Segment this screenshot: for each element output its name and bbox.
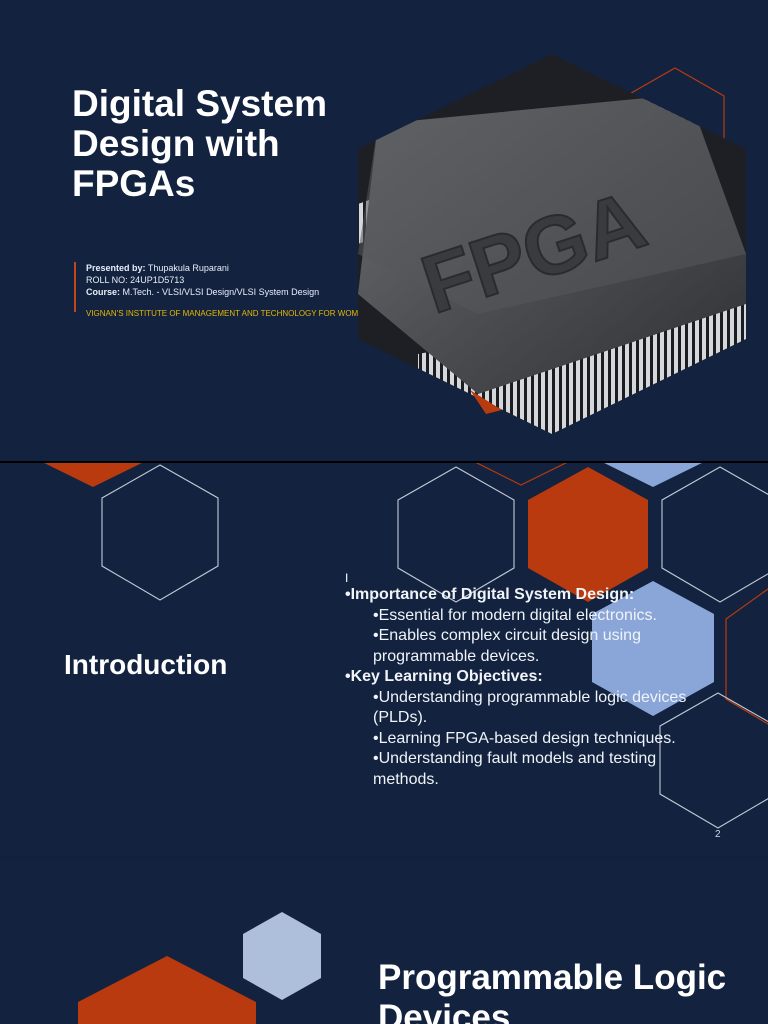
hexagon-outline-decoration <box>475 463 568 486</box>
roll-number: ROLL NO: 24UP1D5713 <box>86 275 185 285</box>
presenter-label: Presented by: <box>86 263 146 273</box>
bullet-item: •Essential for modern digital electronic… <box>373 606 657 624</box>
hexagon-outline-decoration <box>659 692 768 829</box>
orange-hexagon-decoration <box>78 956 256 1024</box>
presenter-info: Presented by: Thupakula Ruparani ROLL NO… <box>74 262 319 312</box>
presenter-line: Presented by: Thupakula Ruparani <box>86 262 319 274</box>
light-blue-hexagon-decoration <box>592 581 714 716</box>
slide-programmable-logic-devices: Programmable Logic Devices <box>0 862 768 1024</box>
bullet-item: •Importance of Digital System Design: <box>345 586 635 603</box>
hexagon-outline-decoration <box>661 466 768 603</box>
presenter-name: Thupakula Ruparani <box>147 263 229 273</box>
bullet-item: •Understanding fault models and testing … <box>373 750 657 788</box>
bullet-item: •Enables complex circuit design using pr… <box>373 627 641 665</box>
course-value: M.Tech. - VLSI/VLSI Design/VLSI System D… <box>122 287 320 297</box>
course-label: Course: <box>86 287 121 297</box>
page-number: 2 <box>715 829 721 840</box>
fpga-chip-image: FPGA <box>358 54 746 434</box>
bullet-item: •Key Learning Objectives: <box>345 668 543 685</box>
orange-hexagon-decoration <box>528 467 648 602</box>
hexagon-outline-decoration <box>725 588 768 725</box>
pale-blue-hexagon-decoration <box>243 912 321 1000</box>
orange-hexagon-fragment <box>470 390 502 414</box>
bullet-list: •Importance of Digital System Design: •E… <box>345 585 725 790</box>
slide-heading: Programmable Logic Devices <box>378 958 727 1024</box>
slide-heading: Introduction <box>64 649 228 680</box>
hexagon-outline-decoration <box>397 466 515 603</box>
text-cursor: I <box>345 571 349 585</box>
slide-divider <box>0 461 768 463</box>
course-line: Course: M.Tech. - VLSI/VLSI Design/VLSI … <box>86 286 319 298</box>
bullet-item: •Understanding programmable logic device… <box>373 688 687 727</box>
orange-hexagon-decoration <box>44 463 142 487</box>
institute-name: VIGNAN'S INSTITUTE OF MANAGEMENT AND TEC… <box>86 309 370 318</box>
slide-title-heading: Digital System Design with FPGAs <box>72 83 327 204</box>
hexagon-outline-decoration <box>101 464 219 601</box>
slide-introduction: Introduction I •Importance of Digital Sy… <box>0 463 768 855</box>
bullet-item: •Learning FPGA-based design techniques. <box>373 729 676 747</box>
light-blue-hexagon-decoration <box>604 463 702 487</box>
slide-title: Digital System Design with FPGAs Present… <box>0 0 768 460</box>
